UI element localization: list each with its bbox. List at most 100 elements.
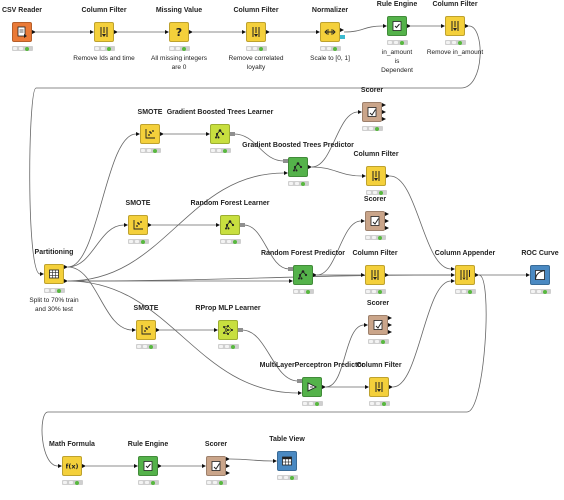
node-body[interactable]: [44, 264, 64, 284]
input-port[interactable]: [361, 218, 365, 223]
connection-column-filter-4-to-column-appender[interactable]: [389, 175, 452, 270]
input-port[interactable]: [288, 267, 293, 271]
connection-partitioning-to-mlp-predictor[interactable]: [67, 280, 299, 394]
node-body[interactable]: [218, 320, 238, 340]
input-port[interactable]: [216, 222, 220, 227]
node-body[interactable]: [320, 22, 340, 42]
node-scorer-4[interactable]: Scorer: [202, 441, 230, 485]
input-port[interactable]: [365, 384, 369, 389]
input-port[interactable]: [451, 272, 455, 277]
input-port[interactable]: [283, 159, 288, 163]
input-port[interactable]: [58, 463, 62, 468]
output-port[interactable]: [382, 102, 386, 107]
input-port[interactable]: [297, 379, 302, 383]
node-body[interactable]: [365, 265, 385, 285]
node-rule-engine-2[interactable]: Rule Engine: [128, 441, 168, 485]
node-gbt-predictor[interactable]: Gradient Boosted Trees Predictor: [242, 142, 354, 186]
input-port[interactable]: [289, 278, 293, 283]
node-gbt-learner[interactable]: Gradient Boosted Trees Learner: [167, 109, 273, 153]
node-body[interactable]: [369, 377, 389, 397]
input-port[interactable]: [383, 23, 387, 28]
input-port[interactable]: [361, 272, 365, 277]
output-port[interactable]: [226, 456, 230, 461]
node-body[interactable]: f(x): [62, 456, 82, 476]
node-scorer-2[interactable]: Scorer: [361, 196, 389, 240]
input-port[interactable]: [362, 173, 366, 178]
node-body[interactable]: [12, 22, 32, 42]
node-scorer-1[interactable]: Scorer: [358, 87, 386, 131]
output-port[interactable]: [388, 329, 392, 334]
node-csv-reader[interactable]: CSV Reader: [2, 7, 42, 51]
input-port[interactable]: [206, 131, 210, 136]
output-port[interactable]: [114, 29, 118, 34]
input-port[interactable]: [165, 29, 169, 34]
node-rf-learner[interactable]: Random Forest Learner: [191, 200, 269, 244]
connection-partitioning-to-smote-1[interactable]: [67, 133, 137, 268]
node-body[interactable]: [387, 16, 407, 36]
input-port[interactable]: [136, 131, 140, 136]
node-body[interactable]: ?: [169, 22, 189, 42]
output-port[interactable]: [226, 470, 230, 475]
input-port[interactable]: [364, 322, 368, 327]
output-port[interactable]: [308, 164, 312, 169]
output-port[interactable]: [322, 384, 326, 389]
input-port[interactable]: [202, 463, 206, 468]
output-port[interactable]: [189, 29, 193, 34]
output-port[interactable]: [382, 116, 386, 121]
connection-column-filter-6-to-column-appender[interactable]: [392, 280, 452, 388]
output-port[interactable]: [340, 28, 344, 32]
node-body[interactable]: [94, 22, 114, 42]
node-rf-predictor[interactable]: Random Forest Predictor: [261, 250, 345, 294]
node-table-view[interactable]: Table View: [269, 436, 305, 480]
node-body[interactable]: [136, 320, 156, 340]
node-mlp-predictor[interactable]: MultiLayerPerceptron Predictor: [260, 362, 364, 406]
input-port[interactable]: [273, 458, 277, 463]
connection-gbt-predictor-to-column-filter-4[interactable]: [311, 166, 363, 177]
output-port[interactable]: [385, 218, 389, 223]
input-port[interactable]: [298, 390, 302, 395]
node-body[interactable]: [206, 456, 226, 476]
output-port[interactable]: [160, 131, 164, 136]
output-port[interactable]: [64, 278, 68, 283]
connection-normalizer-to-rule-engine-1[interactable]: [343, 25, 384, 33]
connection-column-appender-to-math-formula[interactable]: [41, 274, 487, 467]
input-port[interactable]: [242, 29, 246, 34]
node-body[interactable]: [220, 215, 240, 235]
output-port[interactable]: [148, 222, 152, 227]
output-port[interactable]: [266, 29, 270, 34]
output-port[interactable]: [238, 328, 243, 332]
input-port[interactable]: [284, 170, 288, 175]
node-body[interactable]: [445, 16, 465, 36]
node-body[interactable]: [302, 377, 322, 397]
connection-partitioning-to-smote-3[interactable]: [67, 266, 133, 331]
node-body[interactable]: [210, 124, 230, 144]
input-port[interactable]: [40, 271, 44, 276]
input-port[interactable]: [316, 29, 320, 34]
node-body[interactable]: [293, 265, 313, 285]
node-smote-2[interactable]: SMOTE: [124, 200, 152, 244]
connection-scorer-4-to-table-view[interactable]: [229, 458, 274, 462]
node-body[interactable]: [140, 124, 160, 144]
connection-partitioning-to-column-appender[interactable]: [67, 274, 452, 282]
node-body[interactable]: [366, 166, 386, 186]
output-port[interactable]: [407, 23, 411, 28]
node-body[interactable]: [288, 157, 308, 177]
connection-mlp-learner-to-mlp-predictor[interactable]: [241, 329, 299, 382]
output-port[interactable]: [475, 272, 479, 277]
output-port[interactable]: [226, 463, 230, 468]
node-mlp-learner[interactable]: RProp MLP Learner: [195, 305, 261, 349]
input-port[interactable]: [90, 29, 94, 34]
connection-rf-predictor-to-scorer-2[interactable]: [316, 220, 362, 276]
input-port[interactable]: [358, 109, 362, 114]
node-body[interactable]: [277, 451, 297, 471]
node-body[interactable]: [138, 456, 158, 476]
node-column-filter-6[interactable]: Column Filter: [356, 362, 402, 406]
input-port[interactable]: [451, 266, 455, 271]
node-missing-value[interactable]: Missing Value?All missing integers are 0: [151, 7, 207, 71]
input-port[interactable]: [441, 23, 445, 28]
connection-partitioning-to-smote-2[interactable]: [67, 224, 125, 268]
output-port[interactable]: [385, 225, 389, 230]
